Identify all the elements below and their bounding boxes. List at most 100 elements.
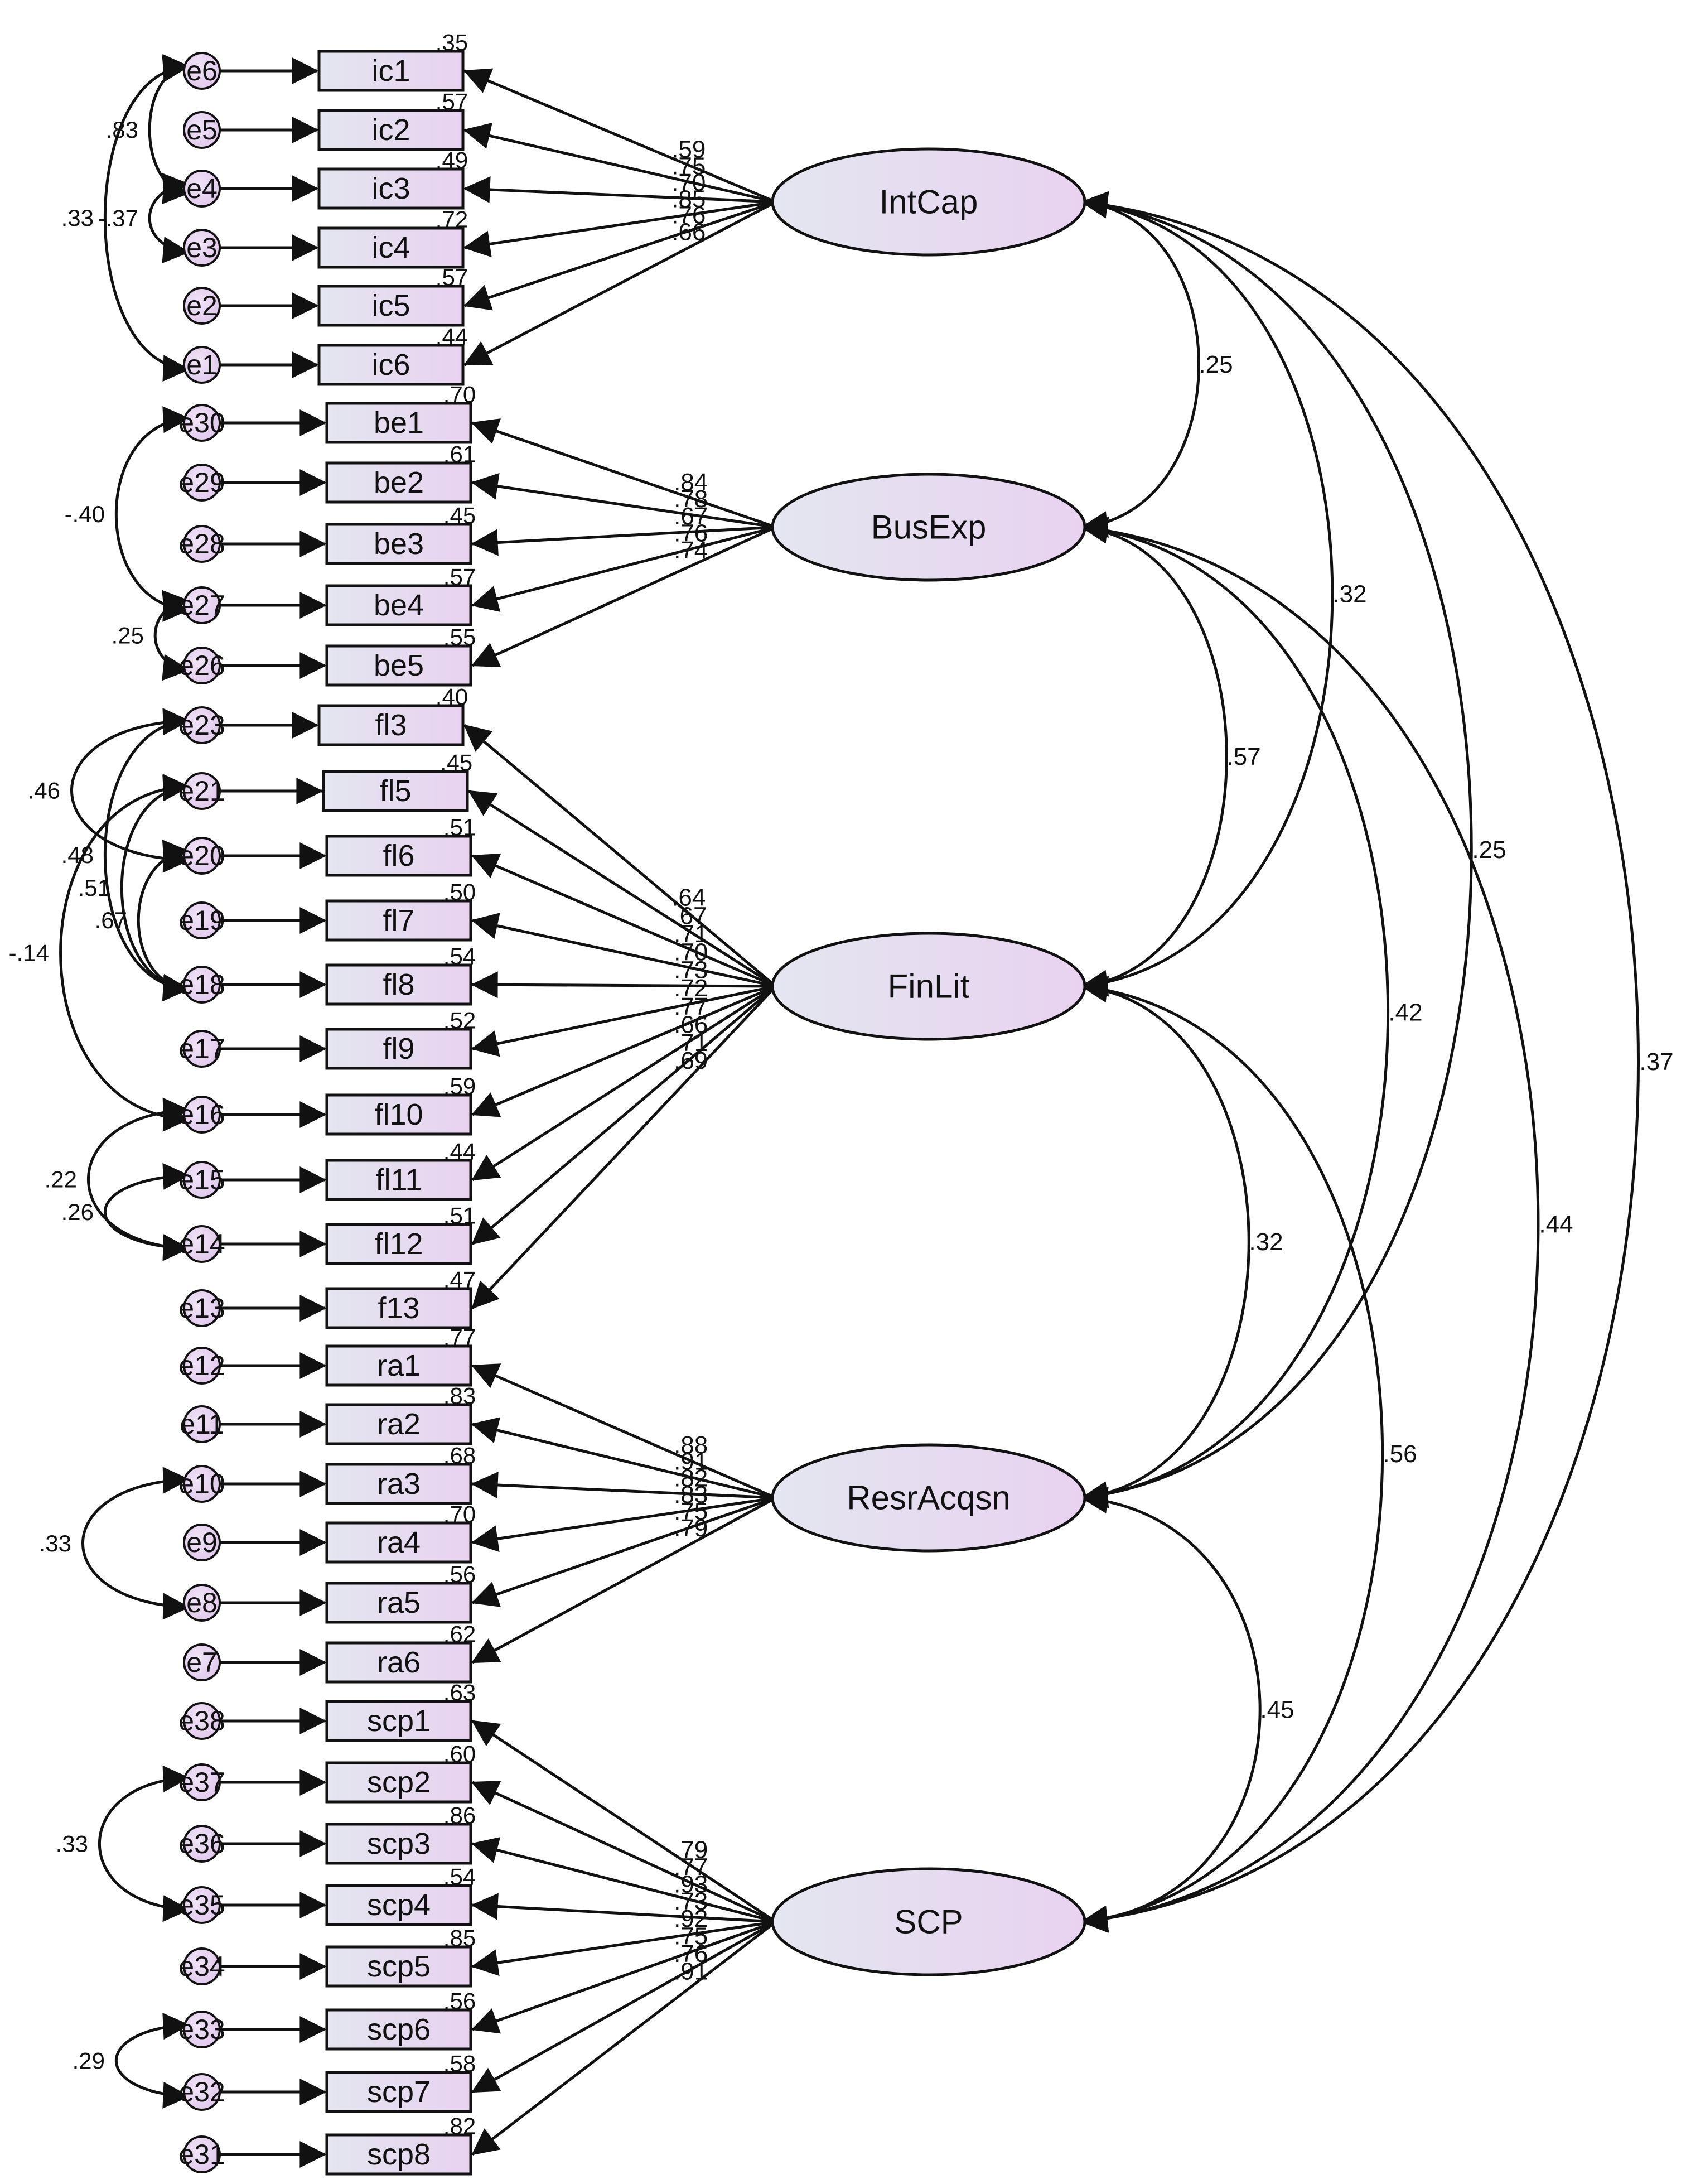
- error-term-circle[interactable]: [183, 1096, 221, 1134]
- loading-value: .59: [671, 136, 706, 163]
- indicator-label: fl11: [375, 1163, 422, 1197]
- error-term-circle[interactable]: [183, 647, 221, 684]
- error-covariance-value: .26: [61, 1199, 94, 1225]
- indicator-box-fl12[interactable]: [325, 1223, 472, 1265]
- latent-ellipse-finlit[interactable]: [771, 932, 1086, 1041]
- indicator-box-ra6[interactable]: [325, 1641, 472, 1684]
- error-term-circle[interactable]: [183, 2135, 221, 2173]
- latent-ellipse-busexp[interactable]: [771, 473, 1086, 582]
- error-term-circle[interactable]: [183, 1347, 221, 1385]
- indicator-box-fl11[interactable]: [325, 1159, 472, 1201]
- error-term-circle[interactable]: [183, 706, 221, 744]
- indicator-box-fl7[interactable]: [325, 899, 472, 942]
- loading-value: .83: [674, 1481, 708, 1508]
- indicator-box-scp3[interactable]: [325, 1823, 472, 1865]
- squared-multiple-correlation: .51: [443, 1203, 476, 1229]
- indicator-box-ra4[interactable]: [325, 1521, 472, 1564]
- error-term-circle[interactable]: [183, 287, 221, 325]
- error-covariance-arc: [59, 774, 190, 1132]
- error-term-label: e6: [186, 55, 218, 86]
- error-term-circle[interactable]: [183, 837, 221, 875]
- indicator-box-scp2[interactable]: [325, 1761, 472, 1804]
- error-term-circle[interactable]: [183, 404, 221, 442]
- indicator-box-ic1[interactable]: [317, 50, 465, 92]
- indicator-label: ic3: [371, 172, 410, 205]
- error-term-circle[interactable]: [183, 1702, 221, 1740]
- error-term-circle[interactable]: [183, 1886, 221, 1924]
- indicator-box-ic2[interactable]: [317, 109, 465, 151]
- error-covariance-arc: [87, 1097, 190, 1261]
- error-term-circle[interactable]: [183, 1405, 221, 1443]
- error-term-circle[interactable]: [183, 1289, 221, 1327]
- error-term-label: e30: [178, 407, 225, 438]
- loading-value: .79: [674, 1515, 708, 1542]
- indicator-box-f13[interactable]: [325, 1287, 472, 1329]
- indicator-box-fl3[interactable]: [317, 704, 465, 746]
- indicator-label: scp4: [367, 1888, 431, 1922]
- indicator-box-ic6[interactable]: [317, 344, 465, 386]
- error-term-circle[interactable]: [183, 1947, 221, 1985]
- error-term-circle[interactable]: [183, 229, 221, 267]
- indicator-box-fl5[interactable]: [322, 770, 469, 812]
- indicator-box-scp5[interactable]: [325, 1945, 472, 1988]
- error-term-circle[interactable]: [183, 52, 221, 90]
- indicator-box-ra1[interactable]: [325, 1344, 472, 1387]
- error-term-circle[interactable]: [183, 586, 221, 624]
- error-covariance-value: .33: [61, 205, 94, 231]
- loading-path-ra3: [471, 1472, 776, 1500]
- indicator-label: fl12: [374, 1227, 423, 1261]
- squared-multiple-correlation: .58: [443, 2051, 476, 2077]
- loading-path-ic5: [463, 200, 776, 311]
- indicator-box-be2[interactable]: [325, 461, 472, 504]
- latent-ellipse-intcap[interactable]: [771, 147, 1086, 257]
- indicator-box-ic3[interactable]: [317, 167, 465, 210]
- squared-multiple-correlation: .57: [443, 564, 476, 590]
- indicator-box-ra5[interactable]: [325, 1582, 472, 1624]
- error-term-circle[interactable]: [183, 1161, 221, 1199]
- error-term-circle[interactable]: [183, 1030, 221, 1068]
- indicator-box-be3[interactable]: [325, 523, 472, 565]
- indicator-box-be5[interactable]: [325, 644, 472, 687]
- indicator-box-ic5[interactable]: [317, 285, 465, 327]
- indicator-box-scp7[interactable]: [325, 2071, 472, 2113]
- error-term-circle[interactable]: [183, 1465, 221, 1503]
- latent-ellipse-resracqsn[interactable]: [771, 1443, 1086, 1553]
- indicator-box-ic4[interactable]: [317, 226, 465, 269]
- error-term-circle[interactable]: [183, 1524, 221, 1561]
- indicator-box-fl9[interactable]: [325, 1028, 472, 1070]
- latent-ellipse-scp[interactable]: [771, 1867, 1086, 1976]
- error-term-circle[interactable]: [183, 966, 221, 1004]
- indicator-label: ra6: [377, 1646, 421, 1679]
- error-term-circle[interactable]: [183, 2073, 221, 2111]
- error-term-circle[interactable]: [183, 901, 221, 939]
- indicator-box-scp1[interactable]: [325, 1700, 472, 1742]
- error-term-circle[interactable]: [183, 525, 221, 563]
- error-term-circle[interactable]: [183, 1825, 221, 1863]
- error-term-circle[interactable]: [183, 1584, 221, 1622]
- indicator-box-scp4[interactable]: [325, 1884, 472, 1926]
- indicator-box-be1[interactable]: [325, 402, 472, 444]
- indicator-box-scp8[interactable]: [325, 2133, 472, 2176]
- error-term-circle[interactable]: [183, 346, 221, 384]
- correlation-arc-busexp-resracqsn: [1080, 517, 1390, 1508]
- error-term-circle[interactable]: [183, 2011, 221, 2048]
- squared-multiple-correlation: .50: [443, 879, 476, 905]
- error-term-circle[interactable]: [183, 1225, 221, 1263]
- indicator-label: ra2: [377, 1407, 421, 1441]
- indicator-box-ra2[interactable]: [325, 1403, 472, 1445]
- indicator-box-ra3[interactable]: [325, 1463, 472, 1505]
- error-term-circle[interactable]: [183, 1643, 221, 1681]
- indicator-label: f13: [378, 1291, 419, 1325]
- indicator-box-fl6[interactable]: [325, 835, 472, 877]
- error-term-circle[interactable]: [183, 111, 221, 149]
- indicator-box-be4[interactable]: [325, 584, 472, 626]
- error-term-circle[interactable]: [183, 1763, 221, 1801]
- indicator-box-fl10[interactable]: [325, 1093, 472, 1136]
- error-term-circle[interactable]: [183, 170, 221, 208]
- error-term-circle[interactable]: [183, 464, 221, 502]
- loading-value: .64: [671, 884, 706, 911]
- error-term-circle[interactable]: [183, 772, 221, 810]
- indicator-box-scp6[interactable]: [325, 2008, 472, 2051]
- indicator-box-fl8[interactable]: [325, 963, 472, 1006]
- loading-path-fl11: [471, 985, 777, 1182]
